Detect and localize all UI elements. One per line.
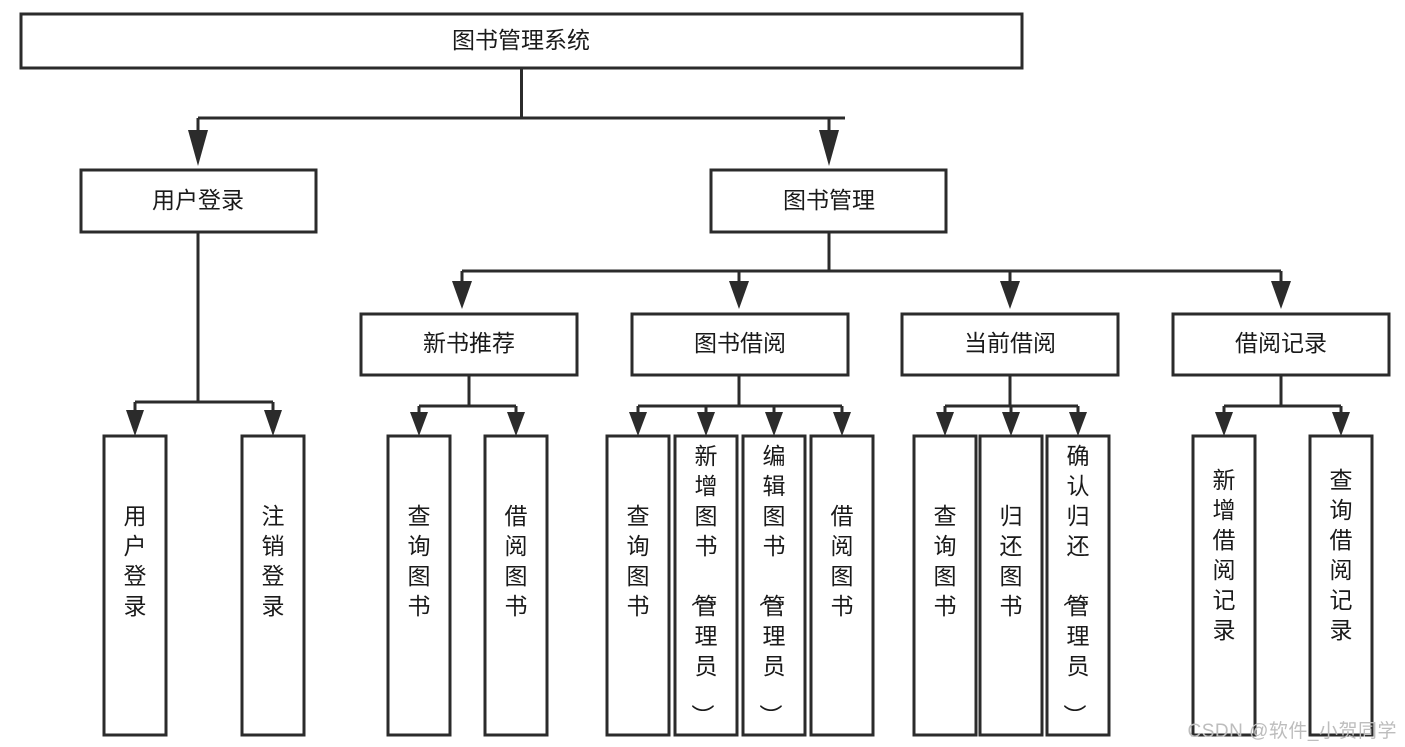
node-leaf-return-book[interactable]: 归还图书 xyxy=(978,434,1044,737)
arrow-head-leaf-query-record xyxy=(1332,412,1350,436)
csdn-watermark: CSDN @软件_小贺同学 xyxy=(1187,721,1397,742)
connector-group-book-management-to-level3 xyxy=(452,232,1291,309)
node-leaf-add-book[interactable]: 新增图书（管理员） xyxy=(673,434,739,737)
node-leaf-query-book-1-box[interactable] xyxy=(386,434,452,737)
node-leaf-add-book-box[interactable] xyxy=(673,434,739,737)
arrow-head-leaf-borrow-book-2 xyxy=(833,412,851,436)
node-leaf-query-book-3[interactable]: 查询图书 xyxy=(912,434,978,737)
node-leaf-return-book-label: 归还图书 xyxy=(1000,503,1023,619)
arrow-head-leaf-return-book xyxy=(1002,412,1020,436)
node-leaf-query-book-3-box[interactable] xyxy=(912,434,978,737)
arrow-head-new-book-recommend xyxy=(452,281,472,309)
arrow-head-leaf-add-record xyxy=(1215,412,1233,436)
arrow-head-leaf-query-book-2 xyxy=(629,412,647,436)
node-leaf-confirm-return-box[interactable] xyxy=(1045,434,1111,737)
node-current-borrow[interactable]: 当前借阅 xyxy=(900,312,1120,377)
arrow-head-book-management xyxy=(819,130,839,166)
node-leaf-logout-login-label: 注销登录 xyxy=(262,503,285,619)
node-leaf-query-record-box[interactable] xyxy=(1308,434,1374,737)
arrow-head-book-borrow xyxy=(729,281,749,309)
node-leaf-user-login[interactable]: 用户登录 xyxy=(102,434,168,737)
node-leaf-query-book-1-label: 查询图书 xyxy=(408,503,431,619)
arrow-head-leaf-borrow-book-1 xyxy=(507,412,525,436)
node-leaf-query-book-3-label: 查询图书 xyxy=(934,503,957,619)
node-book-borrow[interactable]: 图书借阅 xyxy=(630,312,850,377)
node-leaf-query-book-2-box[interactable] xyxy=(605,434,671,737)
node-user-login-box[interactable] xyxy=(79,168,318,234)
node-leaf-query-book-2[interactable]: 查询图书 xyxy=(605,434,671,737)
node-book-borrow-box[interactable] xyxy=(630,312,850,377)
node-book-management-box[interactable] xyxy=(709,168,948,234)
node-current-borrow-label: 当前借阅 xyxy=(964,330,1056,356)
node-leaf-borrow-book-2-label: 借阅图书 xyxy=(831,503,854,619)
arrow-head-leaf-user-login xyxy=(126,410,144,436)
arrow-head-leaf-logout-login xyxy=(264,410,282,436)
node-leaf-borrow-book-2[interactable]: 借阅图书 xyxy=(809,434,875,737)
arrow-head-leaf-query-book-1 xyxy=(410,412,428,436)
node-leaf-return-book-box[interactable] xyxy=(978,434,1044,737)
node-leaf-add-record-label: 新增借阅记录 xyxy=(1213,467,1236,643)
connector-group-root-to-level2 xyxy=(188,68,845,166)
node-leaf-borrow-book-1-box[interactable] xyxy=(483,434,549,737)
arrow-head-leaf-add-book xyxy=(697,412,715,436)
node-leaf-borrow-book-1[interactable]: 借阅图书 xyxy=(483,434,549,737)
node-borrow-record-label: 借阅记录 xyxy=(1235,330,1327,356)
node-borrow-record[interactable]: 借阅记录 xyxy=(1171,312,1391,377)
arrow-head-borrow-record xyxy=(1271,281,1291,309)
connector-group-book-borrow-to-leaves xyxy=(629,375,851,436)
node-user-login-label: 用户登录 xyxy=(152,187,244,213)
node-leaf-borrow-book-1-label: 借阅图书 xyxy=(505,503,528,619)
node-user-login[interactable]: 用户登录 xyxy=(79,168,318,234)
node-leaf-query-book-1[interactable]: 查询图书 xyxy=(386,434,452,737)
node-book-management[interactable]: 图书管理 xyxy=(709,168,948,234)
node-leaf-query-record-label: 查询借阅记录 xyxy=(1330,467,1353,643)
arrow-head-leaf-query-book-3 xyxy=(936,412,954,436)
node-new-book-recommend-label: 新书推荐 xyxy=(423,330,515,356)
node-leaf-edit-book-box[interactable] xyxy=(741,434,807,737)
arrow-head-leaf-confirm-return xyxy=(1069,412,1087,436)
node-leaf-user-login-box[interactable] xyxy=(102,434,168,737)
node-leaf-add-record-box[interactable] xyxy=(1191,434,1257,737)
connector-group-user-login-to-leaves xyxy=(126,232,282,436)
node-leaf-edit-book[interactable]: 编辑图书（管理员） xyxy=(741,434,807,737)
arrow-head-current-borrow xyxy=(1000,281,1020,309)
node-leaf-confirm-return-label: 确认归还（管理员） xyxy=(1062,443,1090,727)
arrow-head-user-login xyxy=(188,130,208,166)
node-leaf-edit-book-label: 编辑图书（管理员） xyxy=(758,443,786,727)
node-current-borrow-box[interactable] xyxy=(900,312,1120,377)
node-new-book-recommend[interactable]: 新书推荐 xyxy=(359,312,579,377)
node-book-borrow-label: 图书借阅 xyxy=(694,330,786,356)
node-root[interactable]: 图书管理系统 xyxy=(19,12,1024,70)
node-leaf-logout-login-box[interactable] xyxy=(240,434,306,737)
connector-group-current-borrow-to-leaves xyxy=(936,375,1087,436)
node-leaf-query-record[interactable]: 查询借阅记录 xyxy=(1308,434,1374,737)
node-leaf-query-book-2-label: 查询图书 xyxy=(627,503,650,619)
node-root-label: 图书管理系统 xyxy=(452,27,590,53)
node-leaf-confirm-return[interactable]: 确认归还（管理员） xyxy=(1045,434,1111,737)
node-root-box[interactable] xyxy=(19,12,1024,70)
node-leaf-logout-login[interactable]: 注销登录 xyxy=(240,434,306,737)
node-leaf-add-book-label: 新增图书（管理员） xyxy=(690,443,718,727)
connector-group-borrow-record-to-leaves xyxy=(1215,375,1350,436)
connector-group-new-book-recommend-to-leaves xyxy=(410,375,525,436)
node-new-book-recommend-box[interactable] xyxy=(359,312,579,377)
node-borrow-record-box[interactable] xyxy=(1171,312,1391,377)
node-book-management-label: 图书管理 xyxy=(783,187,875,213)
node-leaf-add-record[interactable]: 新增借阅记录 xyxy=(1191,434,1257,737)
arrow-head-leaf-edit-book xyxy=(765,412,783,436)
node-leaf-borrow-book-2-box[interactable] xyxy=(809,434,875,737)
node-leaf-user-login-label: 用户登录 xyxy=(124,503,147,619)
